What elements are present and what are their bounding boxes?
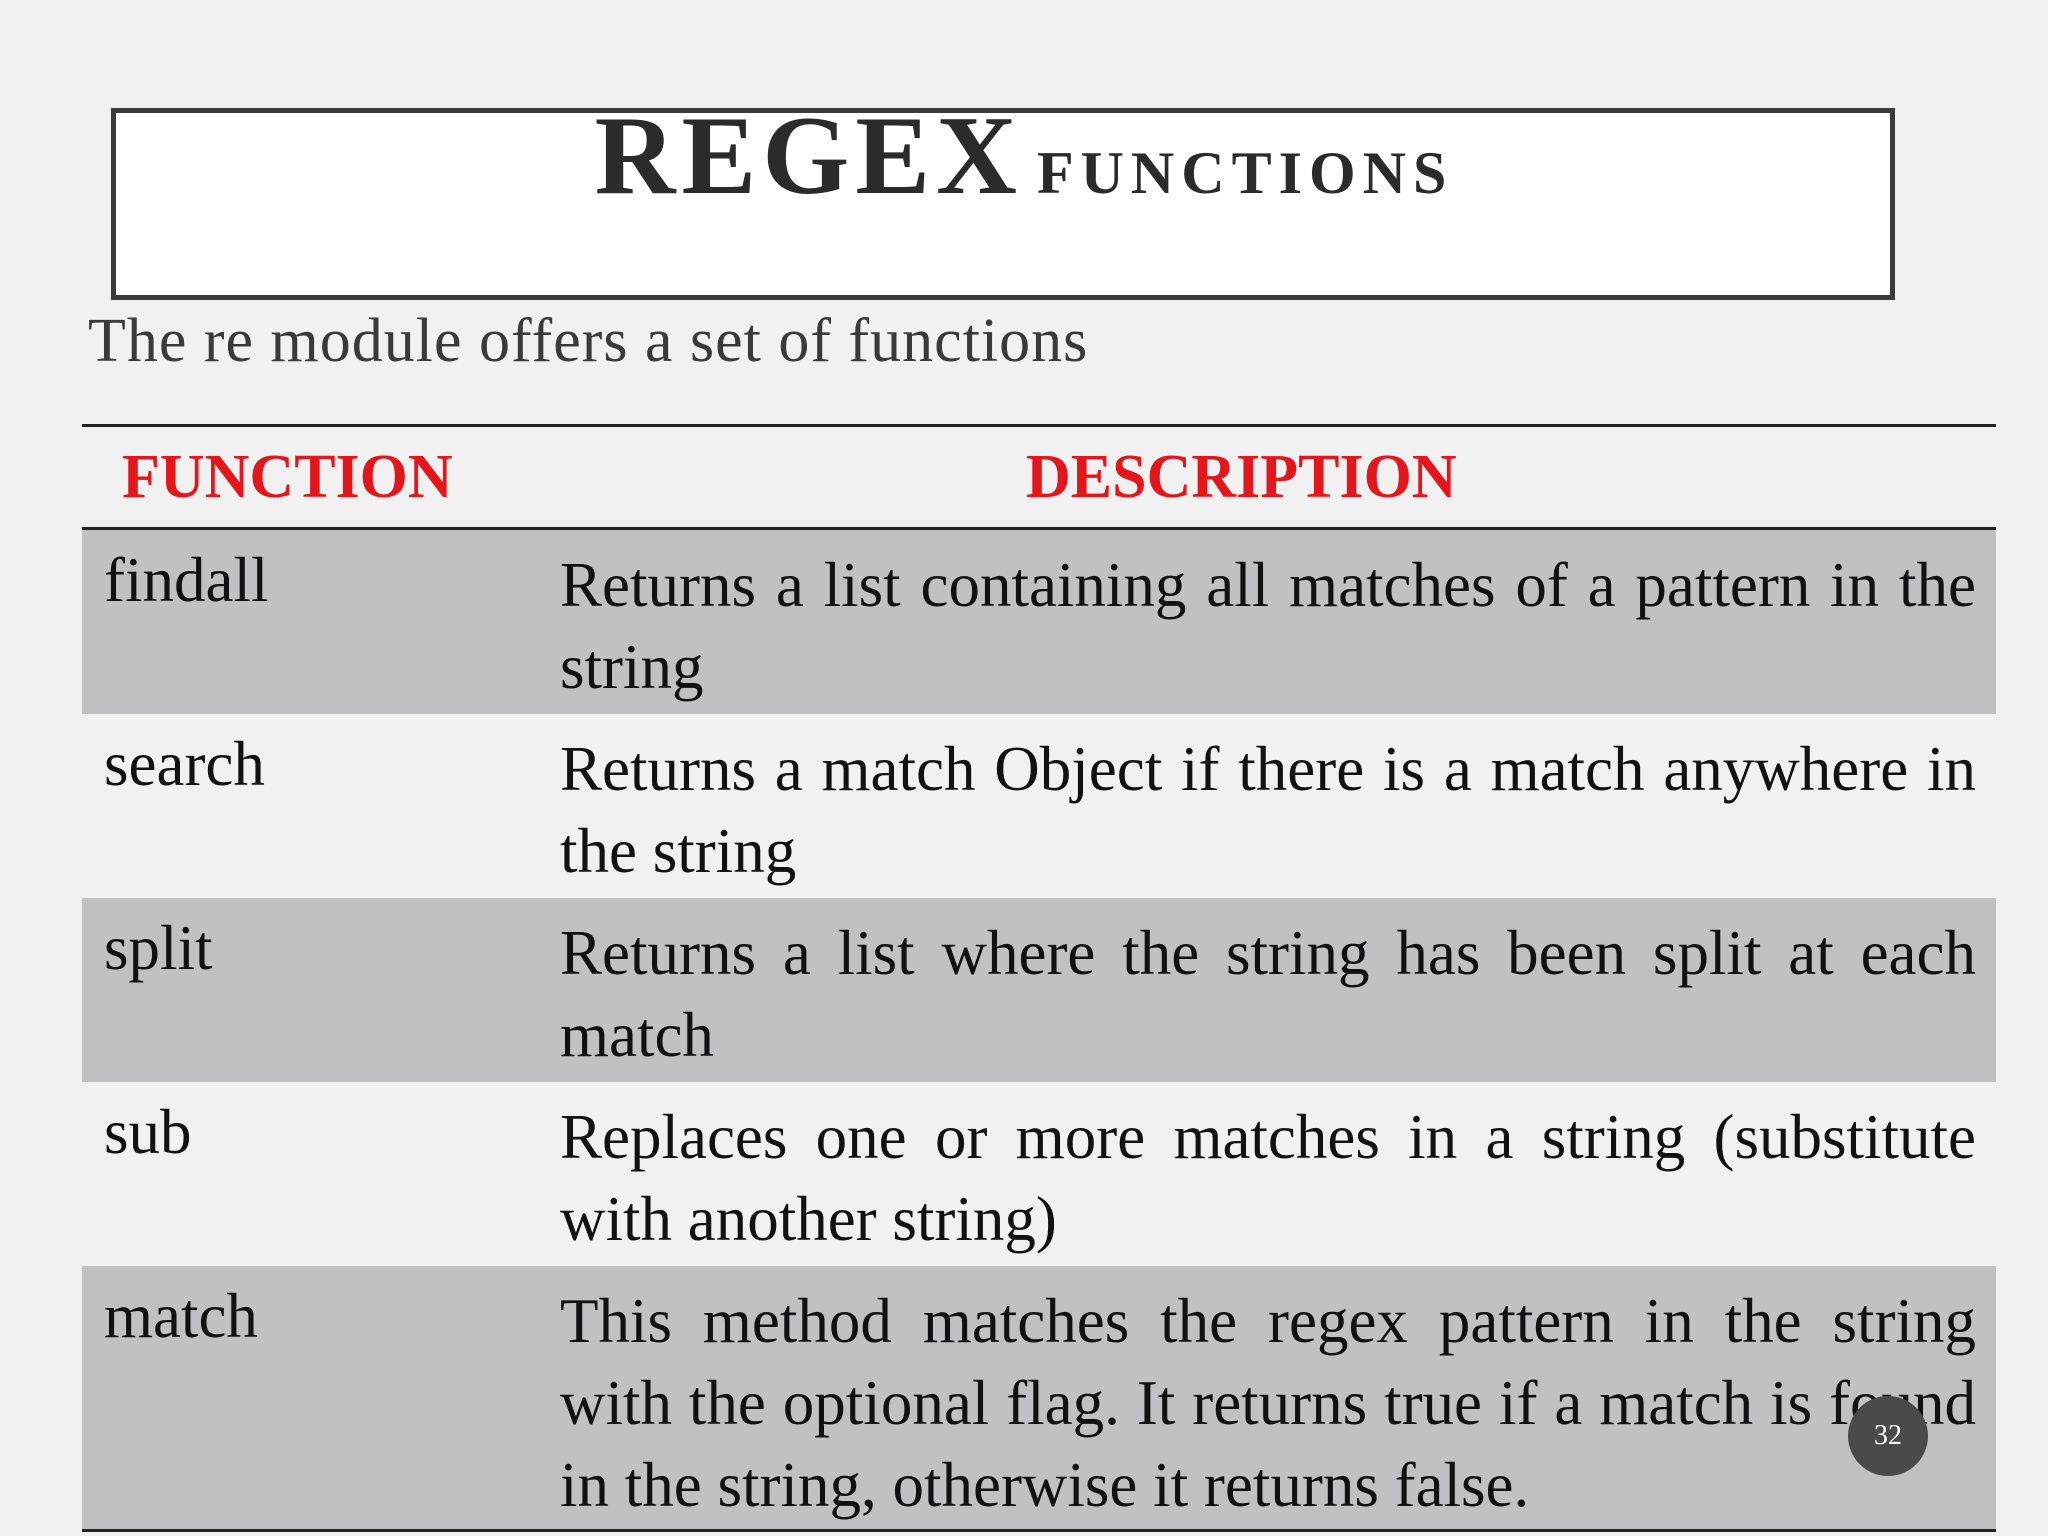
- title-sub: FUNCTIONS: [1036, 140, 1454, 206]
- slide-subtitle: The re module offers a set of functions: [88, 307, 1089, 375]
- function-description: Returns a list where the string has been…: [560, 918, 1976, 1070]
- table-bottom-rule: [82, 1529, 1996, 1532]
- header-description: DESCRIPTION: [1026, 443, 1457, 511]
- function-description: Returns a match Object if there is a mat…: [560, 734, 1976, 886]
- function-description: This method matches the regex pattern in…: [560, 1286, 1976, 1520]
- function-description: Replaces one or more matches in a string…: [560, 1102, 1976, 1254]
- table-header-rule: [82, 527, 1996, 530]
- title-box: [111, 108, 1895, 300]
- table-row: split Returns a list where the string ha…: [82, 898, 1996, 1082]
- table-row: findall Returns a list containing all ma…: [82, 530, 1996, 714]
- table-row: search Returns a match Object if there i…: [82, 714, 1996, 898]
- table-row: sub Replaces one or more matches in a st…: [82, 1082, 1996, 1266]
- function-name: split: [104, 913, 213, 983]
- table-top-rule: [82, 424, 1996, 427]
- function-name: sub: [104, 1097, 192, 1167]
- function-name: match: [104, 1281, 258, 1351]
- function-name: search: [104, 729, 265, 799]
- page-number-badge: 32: [1848, 1396, 1928, 1476]
- table-row: match This method matches the regex patt…: [82, 1266, 1996, 1529]
- title-main: REGEX: [594, 94, 1023, 218]
- function-description: Returns a list containing all matches of…: [560, 550, 1976, 702]
- header-function: FUNCTION: [122, 443, 453, 511]
- function-name: findall: [104, 545, 269, 615]
